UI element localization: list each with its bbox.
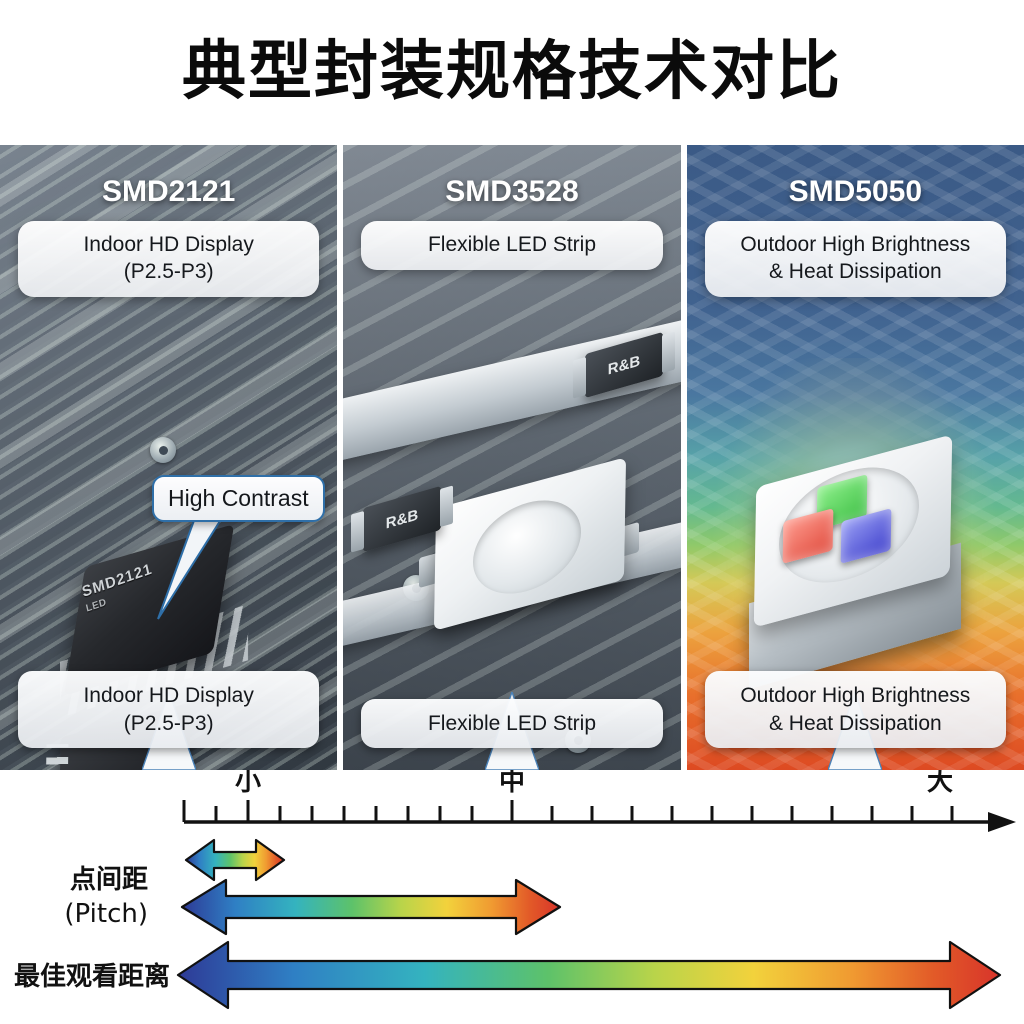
- callout-line2: (P2.5-P3): [123, 711, 214, 735]
- high-contrast-badge[interactable]: High Contrast: [152, 475, 325, 522]
- scale-comparison-chart: 小 中 大 点间距 (Pitch) 最佳观看距离: [0, 770, 1024, 1024]
- smd3528-led-graphic: [419, 457, 645, 635]
- panel-caption-smd5050: Outdoor High Brightness & Heat Dissipati…: [704, 221, 1006, 297]
- panel-heading-smd5050: SMD5050: [788, 175, 923, 208]
- callout-line1: Flexible LED Strip: [427, 711, 597, 735]
- scale-bar-row-1: [184, 838, 286, 882]
- caption-line1: Outdoor High Brightness: [740, 233, 971, 256]
- callout-line1: Outdoor High Brightness: [740, 684, 971, 708]
- caption-line2: (P2.5-P3): [123, 259, 214, 283]
- bubble-tail-graphic: [157, 515, 222, 620]
- resistor-marking: R&B: [386, 505, 419, 533]
- axis-tick-label-large: 大: [927, 770, 953, 797]
- row-label-viewing-distance: 最佳观看距离: [14, 961, 170, 992]
- caption-line1: Indoor HD Display: [83, 233, 254, 256]
- caption-line1: Flexible LED Strip: [427, 233, 597, 256]
- callout-line1: Indoor HD Display: [83, 684, 254, 708]
- panel-heading-smd3528: SMD3528: [445, 175, 579, 208]
- axis-tick-label-medium: 中: [499, 770, 525, 797]
- panel-caption-smd2121: Indoor HD Display (P2.5-P3): [18, 221, 320, 297]
- panel-smd3528[interactable]: R&B R&B SMD3528 Flexible LED Strip Flexi…: [343, 145, 681, 770]
- page-header: 典型封装规格技术对比: [0, 0, 1024, 144]
- row-label-pitch-line2: (Pitch): [64, 899, 148, 929]
- panel-smd2121[interactable]: SMD2121 LED SMD2121 Indoor HD Display (P…: [0, 145, 338, 770]
- row-label-pitch-line1: 点间距: [70, 864, 148, 895]
- panel-heading-smd2121: SMD2121: [101, 175, 236, 208]
- panel-caption-smd3528: Flexible LED Strip: [361, 221, 663, 270]
- scale-bar-row-2: [180, 878, 562, 936]
- callout-line2: & Heat Dissipation: [768, 711, 942, 735]
- scale-axis: [182, 800, 1016, 832]
- panel-smd5050[interactable]: SMD5050 Outdoor High Brightness & Heat D…: [686, 145, 1024, 770]
- axis-tick-label-small: 小: [235, 770, 261, 797]
- page-title: 典型封装规格技术对比: [182, 35, 842, 109]
- comparison-panels: SMD2121 LED SMD2121 Indoor HD Display (P…: [0, 145, 1024, 770]
- scale-chart-svg: 小 中 大 点间距 (Pitch) 最佳观看距离: [14, 770, 1016, 1010]
- resistor-marking: R&B: [608, 351, 641, 379]
- panel-callout-smd2121[interactable]: Indoor HD Display (P2.5-P3): [18, 671, 320, 748]
- smd5050-led-graphic: [748, 434, 979, 690]
- pcb-via: [150, 437, 176, 463]
- panel-callout-smd5050[interactable]: Outdoor High Brightness & Heat Dissipati…: [704, 671, 1006, 748]
- scale-bar-row-3: [176, 940, 1002, 1010]
- caption-line2: & Heat Dissipation: [768, 259, 942, 283]
- panel-callout-smd3528[interactable]: Flexible LED Strip: [361, 698, 663, 748]
